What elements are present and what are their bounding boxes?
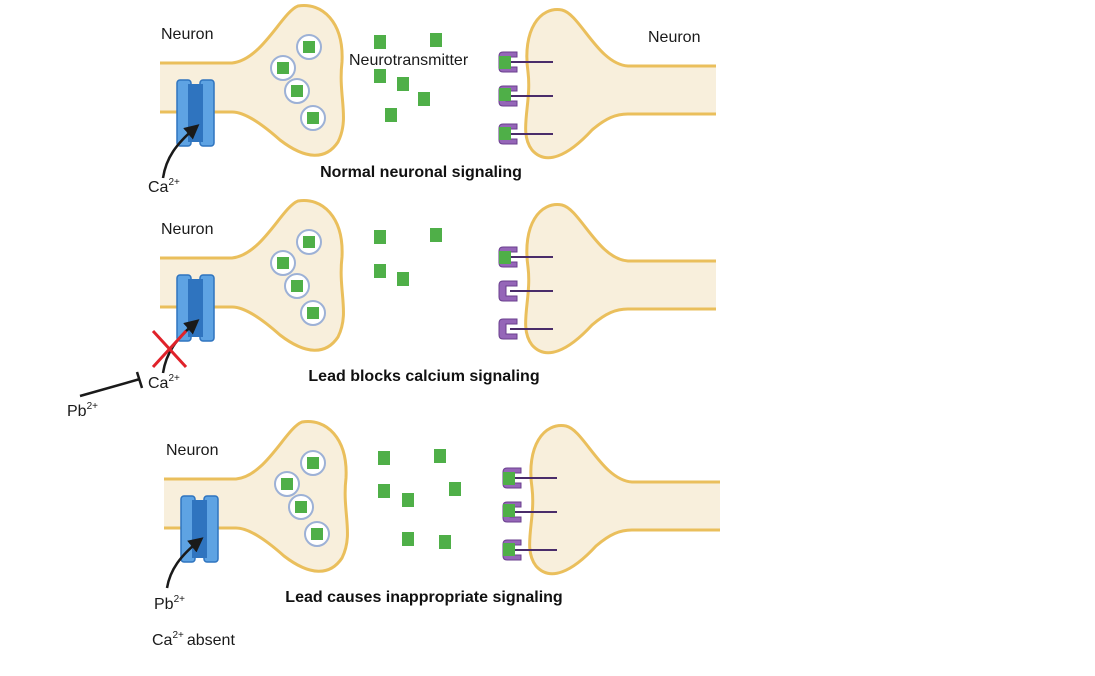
panel-normal-signaling: Neuron Neuron Neurotransmitter Ca2+ Norm…: [148, 3, 718, 196]
neurotransmitter: [434, 449, 446, 463]
neurotransmitter: [378, 451, 390, 465]
bound-neurotransmitter: [499, 127, 511, 140]
panel-caption: Normal neuronal signaling: [320, 164, 522, 181]
neuron-label-right: Neuron: [648, 29, 700, 46]
bound-neurotransmitter: [503, 543, 515, 556]
ion-label-calcium: Ca2+: [148, 177, 180, 196]
panel-lead-blocks-calcium: Neuron Ca2+ Pb2+ Lead blocks calcium sig…: [67, 198, 718, 420]
neurotransmitter: [374, 69, 386, 83]
bound-neurotransmitter: [503, 472, 515, 485]
neurotransmitter: [402, 493, 414, 507]
lead-influx-arrow: [165, 537, 204, 589]
blocked-cross-icon: [151, 329, 188, 369]
released-neurotransmitters: [374, 228, 442, 286]
neurotransmitter: [374, 35, 386, 49]
neurotransmitter: [439, 535, 451, 549]
calcium-absent-label: Ca2+absent: [152, 630, 235, 649]
postsynaptic-terminal: [524, 203, 718, 355]
neuron-label-left: Neuron: [161, 26, 213, 43]
neurotransmitter: [378, 484, 390, 498]
released-neurotransmitters: [374, 33, 442, 122]
neurotransmitter: [374, 230, 386, 244]
neurotransmitter: [374, 264, 386, 278]
neurotransmitter: [385, 108, 397, 122]
neurotransmitter-label: Neurotransmitter: [349, 52, 469, 69]
neurotransmitter: [430, 33, 442, 47]
ion-label-lead: Pb2+: [67, 401, 98, 420]
panel-caption: Lead blocks calcium signaling: [308, 368, 539, 385]
panel-lead-inappropriate-signaling: Neuron Pb2+ Ca2+absent Lead causes inapp…: [152, 419, 722, 649]
lead-inhibition-line: [79, 371, 144, 398]
ion-label-calcium: Ca2+: [148, 373, 180, 392]
neurotransmitter: [402, 532, 414, 546]
released-neurotransmitters: [378, 449, 461, 549]
bound-neurotransmitter: [499, 56, 511, 69]
neurotransmitter: [449, 482, 461, 496]
receptor-group: [498, 51, 554, 145]
neurotransmitter: [397, 272, 409, 286]
neurotransmitter: [430, 228, 442, 242]
ion-label-lead: Pb2+: [154, 594, 185, 613]
bound-neurotransmitter: [499, 251, 511, 264]
bound-neurotransmitter: [503, 504, 515, 517]
neuron-label-left: Neuron: [166, 442, 218, 459]
calcium-influx-arrow: [161, 124, 200, 179]
receptor-group: [498, 246, 554, 340]
panel-caption: Lead causes inappropriate signaling: [285, 589, 562, 606]
neurotransmitter: [397, 77, 409, 91]
bound-neurotransmitter: [499, 88, 511, 101]
neuron-label-left: Neuron: [161, 221, 213, 238]
postsynaptic-terminal: [528, 424, 722, 576]
neurotransmitter: [418, 92, 430, 106]
receptor-group: [502, 467, 558, 561]
